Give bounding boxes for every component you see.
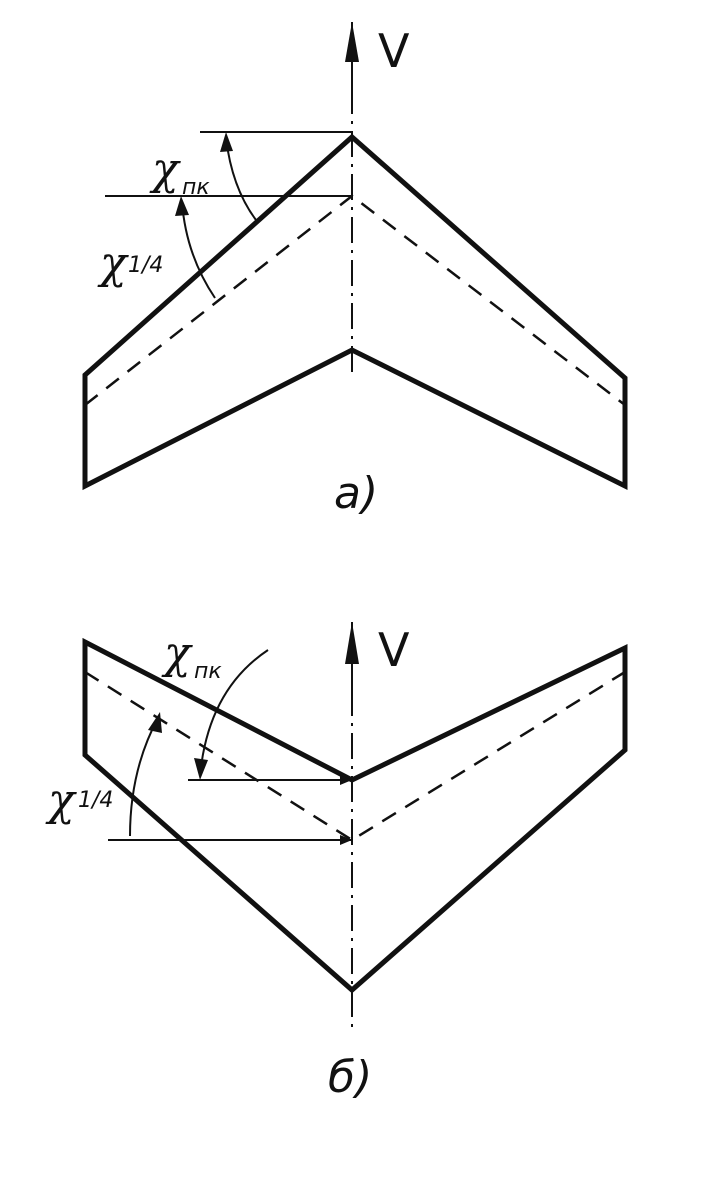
panel-b: V χ пк χ 1/4 б): [45, 622, 628, 1103]
leading-edge-sweep-label-b: χ пк: [161, 628, 222, 684]
leading-edge-pointer-b: [340, 775, 352, 785]
wing-outline-a: [82, 133, 628, 491]
chi-subscript: пк: [182, 175, 210, 200]
velocity-label-a: V: [378, 24, 410, 78]
panel-caption-b: б): [328, 1052, 372, 1103]
chi-symbol: χ: [149, 144, 181, 195]
quarter-chord-angle-arrowhead-a: [175, 196, 189, 216]
panel-a: V χ пк χ 1/4 а): [82, 22, 628, 519]
chi-subscript: пк: [194, 659, 222, 684]
quarter-chord-pointer-b: [340, 835, 352, 845]
chi-symbol: χ: [97, 238, 129, 289]
quarter-chord-line-b: [84, 670, 626, 842]
quarter-chord-sweep-label-a: χ 1/4: [97, 238, 163, 289]
chi-symbol: χ: [45, 775, 77, 826]
chi-subscript: 1/4: [128, 253, 163, 278]
quarter-chord-sweep-label-b: χ 1/4: [45, 775, 113, 826]
velocity-label-b: V: [378, 623, 410, 677]
wing-outline-b: [82, 637, 628, 994]
panel-caption-a: а): [334, 468, 378, 519]
leading-edge-angle-arrowhead-a: [220, 132, 233, 152]
velocity-arrowhead-a: [345, 22, 359, 62]
chi-subscript: 1/4: [78, 788, 113, 813]
leading-edge-sweep-label-a: χ пк: [149, 144, 210, 200]
quarter-chord-angle-arrowhead-b: [148, 712, 162, 733]
leading-edge-angle-arrowhead-b: [194, 758, 208, 780]
velocity-arrowhead-b: [345, 622, 359, 664]
chi-symbol: χ: [161, 628, 193, 679]
leading-edge-angle-arc-b: [199, 649, 269, 777]
